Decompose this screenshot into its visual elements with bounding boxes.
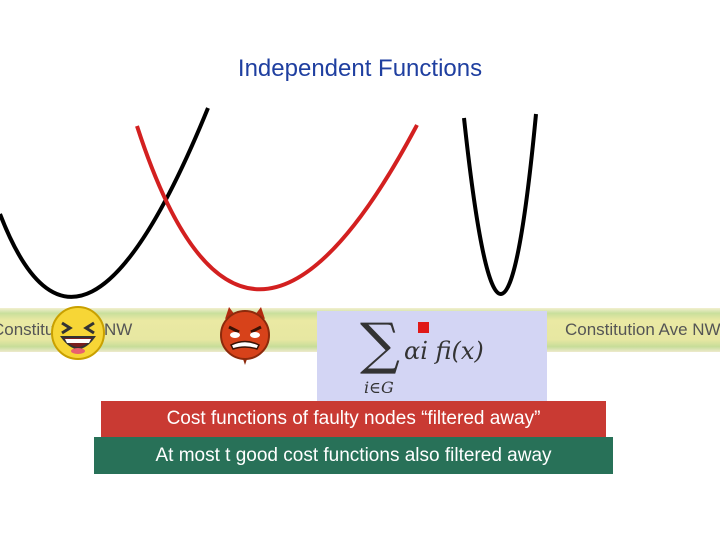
formula-box [317,311,547,401]
red-square-marker [418,322,429,333]
good-cost-curve-right [462,113,538,296]
sigma-symbol: ∑ [360,312,400,377]
road-label-right: Constitution Ave NW [565,320,720,339]
laughing-face-icon [51,306,105,360]
good-cost-curve-left [0,107,210,299]
sum-expression: αi fi(x) [404,337,484,365]
faulty-filtered-banner: Cost functions of faulty nodes “filtered… [101,401,606,437]
faulty-cost-curve [135,124,419,292]
slide-title: Independent Functions [237,55,483,82]
sum-subscript: i∈G [364,378,394,397]
devil-face-icon [220,307,270,365]
road-label-nw: NW [104,320,133,339]
good-filtered-banner: At most t good cost functions also filte… [94,437,613,474]
